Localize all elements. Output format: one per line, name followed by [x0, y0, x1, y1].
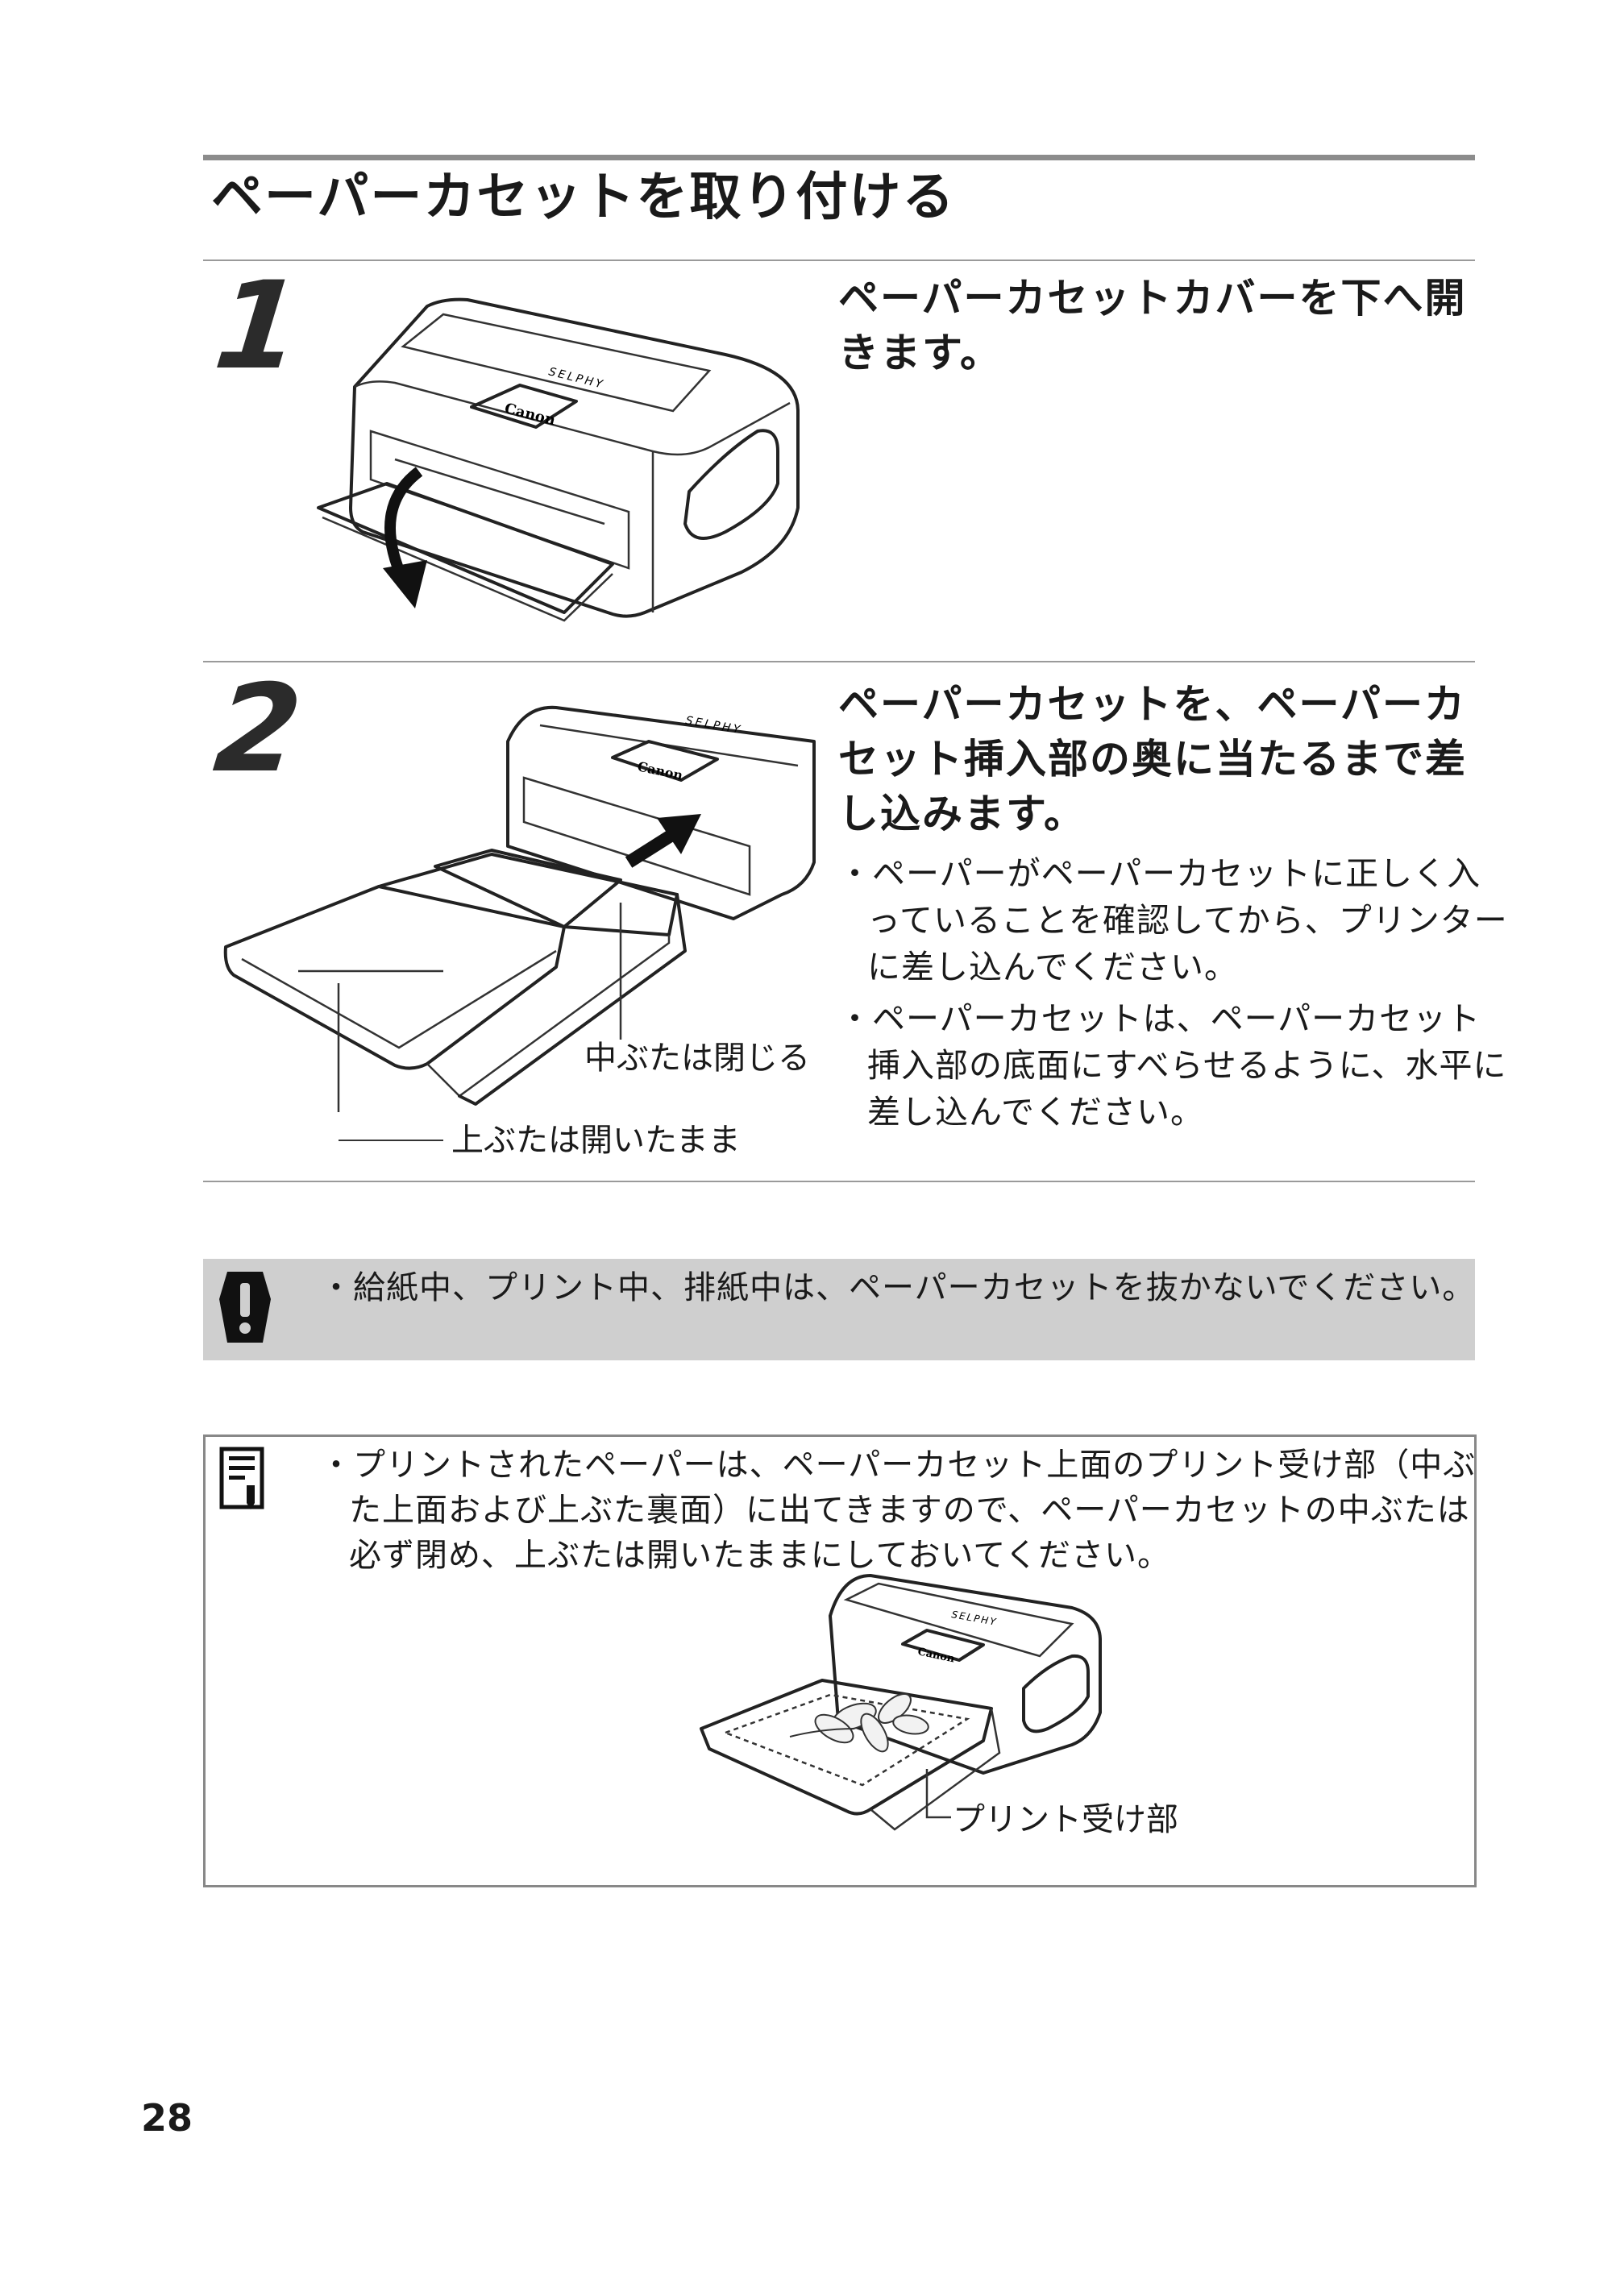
memo-icon	[219, 1447, 264, 1509]
step-1-illustration: Canon SELPHY	[317, 297, 800, 622]
callout-upper-lid: 上ぶたは開いたまま	[451, 1122, 741, 1159]
divider	[203, 1181, 1475, 1182]
step-2-heading: ペーパーカセットを、ペーパーカセット挿入部の奥に当たるまで差し込みます。	[838, 681, 1467, 837]
step-1-heading: ペーパーカセットカバーを下へ開きます。	[838, 275, 1467, 376]
canon-logo: Canon	[916, 1646, 956, 1665]
step-2-bullet: ・ペーパーカセットは、ペーパーカセット挿入部の底面にすべらせるように、水平に差し…	[838, 999, 1507, 1131]
page-number: 28	[141, 2096, 193, 2140]
note-text: ・プリントされたペーパーは、ペーパーカセット上面のプリント受け部（中ぶた上面およ…	[320, 1447, 1477, 1574]
step-2-bullet: ・ペーパーがペーパーカセットに正しく入っていることを確認してから、プリンターに差…	[838, 854, 1508, 986]
callout-leader	[339, 1140, 443, 1141]
caution-text: ・給紙中、プリント中、排紙中は、ペーパーカセットを抜かないでください。	[320, 1269, 1476, 1306]
title-rule	[203, 155, 1475, 160]
step-2-illustration: Canon SELPHY	[223, 705, 816, 1112]
divider	[203, 259, 1475, 261]
selphy-logo: SELPHY	[684, 714, 743, 737]
note-illustration: Canon SELPHY	[700, 1574, 1102, 1831]
callout-print-receiver: プリント受け部	[953, 1801, 1178, 1838]
selphy-logo: SELPHY	[950, 1609, 998, 1628]
divider	[203, 661, 1475, 662]
step-1-number: 1	[208, 256, 308, 397]
page-title: ペーパーカセットを取り付ける	[211, 168, 956, 227]
caution-icon	[219, 1272, 271, 1343]
callout-inner-lid: 中ぶたは閉じる	[584, 1040, 810, 1077]
note-box	[203, 1434, 1477, 1887]
canon-logo: Canon	[636, 758, 684, 783]
caution-box	[203, 1259, 1475, 1360]
